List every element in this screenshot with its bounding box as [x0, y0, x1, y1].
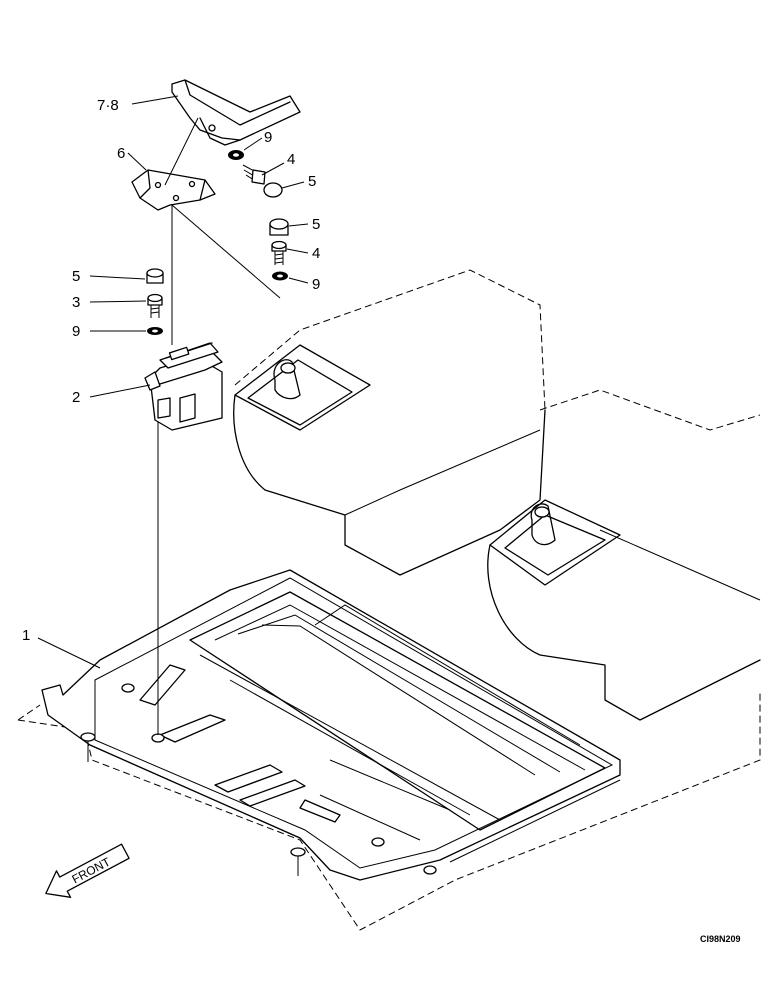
callout-3: 3: [72, 294, 80, 311]
callout-labels: 7·8 9 6 4 5 5 4 9 5 3 9 2 1: [22, 97, 320, 644]
pedal-cover: [164, 79, 301, 186]
callout-leaders: [37, 95, 309, 669]
fastener-stack-left: [146, 268, 164, 335]
callout-4-top: 4: [287, 151, 295, 168]
callout-2: 2: [72, 389, 80, 406]
callout-4-mid: 4: [312, 245, 320, 262]
callout-5-left: 5: [72, 268, 80, 285]
right-seat-phantom: [487, 389, 761, 721]
drawing-reference: CI98N209: [700, 934, 741, 944]
bracket: [131, 169, 281, 345]
callout-9-mid: 9: [312, 276, 320, 293]
callout-1: 1: [22, 627, 30, 644]
callout-5-top: 5: [308, 173, 316, 190]
callout-9-top: 9: [264, 129, 272, 146]
callout-6: 6: [117, 145, 125, 162]
switch-box: [144, 342, 223, 431]
callout-5-mid: 5: [312, 216, 320, 233]
floor-mat: [41, 569, 621, 881]
front-arrow: FRONT: [45, 843, 130, 898]
fastener-group-right: [228, 150, 289, 281]
left-seat-phantom: [233, 269, 546, 576]
callout-7-8: 7·8: [97, 97, 119, 114]
callout-9-left: 9: [72, 323, 80, 340]
